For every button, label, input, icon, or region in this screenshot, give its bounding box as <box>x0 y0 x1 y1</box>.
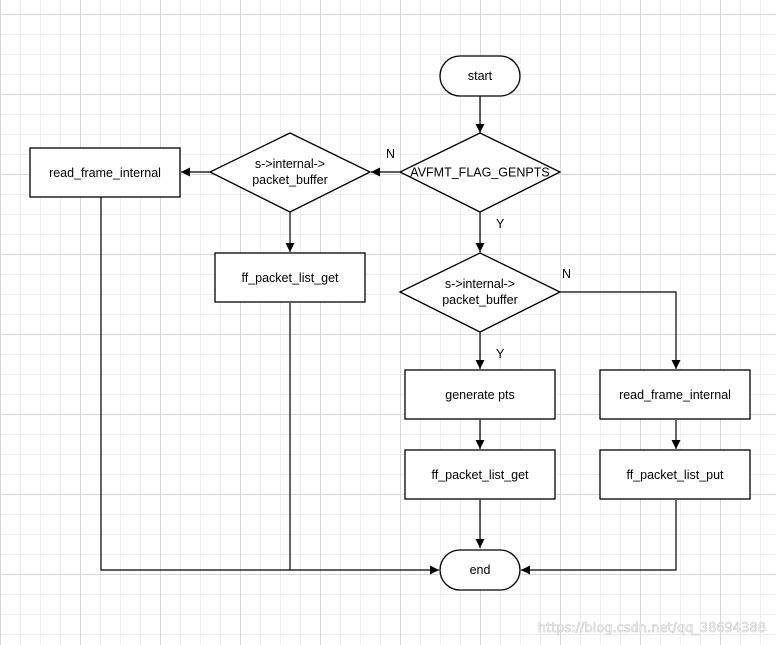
left-buffer-decision: s->internal-> packet_buffer <box>208 132 372 213</box>
generate-pts-label: generate pts <box>445 388 515 402</box>
edge-put-to-end <box>521 500 677 575</box>
read-frame-internal-left-label: read_frame_internal <box>49 166 161 180</box>
edge-label-genpts-yes: Y <box>496 217 505 231</box>
read-frame-internal-left-node: read_frame_internal <box>29 147 181 198</box>
read-frame-internal-right-label: read_frame_internal <box>619 388 731 402</box>
start-node: start <box>439 55 521 97</box>
ff-packet-list-get-right-label: ff_packet_list_get <box>431 468 529 482</box>
ff-packet-list-get-right-node: ff_packet_list_get <box>404 449 556 500</box>
edge-label-buffer-yes: Y <box>496 347 505 361</box>
ff-packet-list-put-label: ff_packet_list_put <box>626 468 724 482</box>
left-buffer-label-line1: s->internal-> <box>255 157 325 171</box>
edge-label-buffer-no: N <box>562 267 571 281</box>
edge-left-read-to-end <box>100 197 439 575</box>
ff-packet-list-put-node: ff_packet_list_put <box>599 449 751 500</box>
genpts-label: AVFMT_FLAG_GENPTS <box>410 166 549 180</box>
generate-pts-node: generate pts <box>404 369 556 420</box>
end-label: end <box>470 563 491 577</box>
right-buffer-decision: s->internal-> packet_buffer <box>398 252 562 333</box>
start-label: start <box>468 69 493 83</box>
watermark: https://blog.csdn.net/qq_38694388 <box>538 621 766 636</box>
edge-label-genpts-no: N <box>386 147 395 161</box>
left-buffer-label-line2: packet_buffer <box>252 173 328 187</box>
read-frame-internal-right-node: read_frame_internal <box>599 369 751 420</box>
end-node: end <box>439 549 521 591</box>
genpts-decision: AVFMT_FLAG_GENPTS <box>398 132 562 213</box>
ff-packet-list-get-left-label: ff_packet_list_get <box>241 271 339 285</box>
right-buffer-label-line1: s->internal-> <box>445 277 515 291</box>
edge-right-buffer-no <box>560 291 681 369</box>
ff-packet-list-get-left-node: ff_packet_list_get <box>214 252 366 303</box>
right-buffer-label-line2: packet_buffer <box>442 293 518 307</box>
